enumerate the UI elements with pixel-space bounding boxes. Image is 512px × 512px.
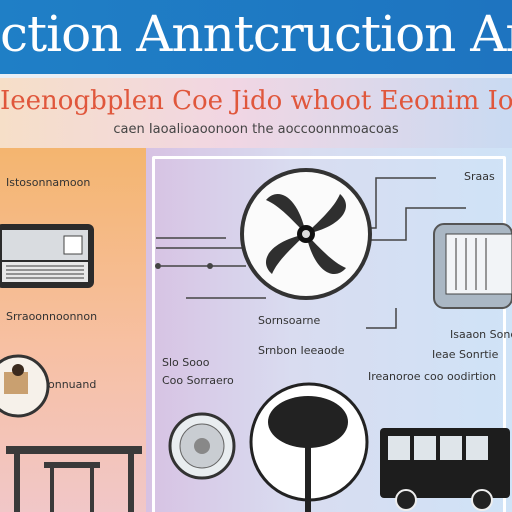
- right-label-2: Ieae Sonrtie: [432, 348, 499, 361]
- right-label-3: Ireanoroe coo oodirtion: [368, 370, 497, 383]
- gauge-icon: [168, 412, 236, 480]
- outdoor-unit-icon: [433, 223, 512, 309]
- right-label-1: Isaaon Sonces: [450, 328, 512, 341]
- right-label-top: Sraas: [464, 170, 495, 183]
- center-left-label-2: Coo Sorraero: [162, 374, 234, 387]
- header-banner: ction Anntcruction Ar: [0, 0, 512, 74]
- panel-frame: [152, 156, 506, 512]
- tree-icon: [249, 382, 369, 512]
- subtitle: Ieenogbplen Coe Jido whoot Eeonim Iore: [0, 86, 512, 116]
- left-label-3: onnuand: [48, 378, 97, 391]
- right-panel: Slo Sooo Coo Sorraero Sornsoarne Srnbon …: [146, 148, 512, 512]
- page-title: ction Anntcruction Ar: [0, 5, 512, 63]
- center-label-2: Srnbon Ieeaode: [258, 344, 345, 357]
- left-label-1: Istosonnamoon: [6, 176, 91, 189]
- subtitle-band: Ieenogbplen Coe Jido whoot Eeonim Iore c…: [0, 78, 512, 148]
- center-left-label-1: Slo Sooo: [162, 356, 210, 369]
- left-label-2: Srraoonnoonnon: [6, 310, 98, 323]
- fan-icon: [240, 168, 372, 300]
- bus-icon: [380, 428, 510, 511]
- left-panel: Istosonnamoon Srraoonnoonnon onnuand: [0, 148, 146, 512]
- center-label-1: Sornsoarne: [258, 314, 321, 327]
- ac-unit-icon: [0, 224, 94, 288]
- desk-icon: [6, 446, 142, 512]
- subtitle-caption: caen Iaoalioaoonoon the aoccoonnmoacoas: [113, 122, 399, 137]
- person-icon: [0, 354, 50, 418]
